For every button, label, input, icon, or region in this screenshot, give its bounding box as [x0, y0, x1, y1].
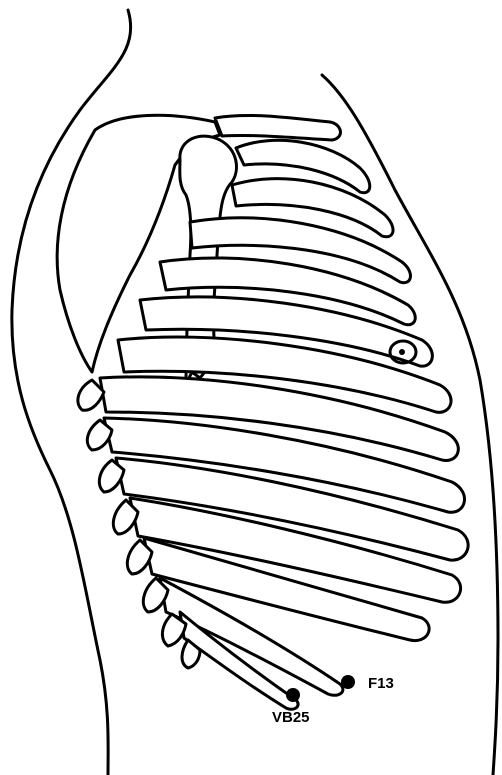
point-vb25-label: VB25 [272, 709, 310, 726]
point-vb25-marker[interactable] [286, 688, 300, 702]
point-f13-label: F13 [368, 675, 394, 692]
marked-point-dot [399, 349, 405, 355]
clavicle [215, 115, 340, 140]
point-f13-marker[interactable] [341, 675, 355, 689]
